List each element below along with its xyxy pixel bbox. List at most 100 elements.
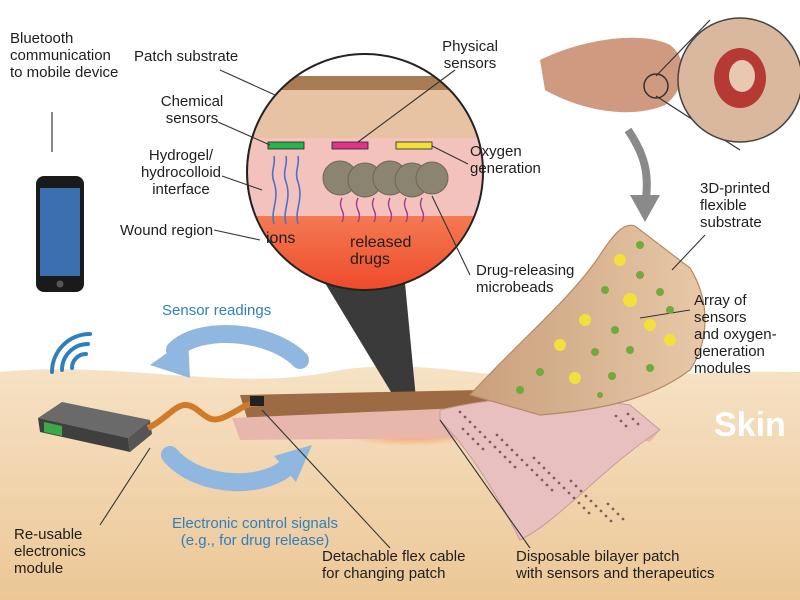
foot-zoom-ring [643, 73, 669, 99]
patch-dot [493, 445, 497, 449]
flex-cable [146, 400, 259, 431]
flex-cable-connector [250, 396, 264, 406]
magnifier-circle [246, 53, 484, 291]
patch-dot [508, 460, 512, 464]
leader-lines [99, 69, 706, 549]
substrate-module-dot [614, 254, 626, 266]
substrate-module-dot [608, 372, 616, 380]
magnifier-cone [325, 283, 418, 420]
patch-dot [614, 414, 618, 418]
drug-microbeads [322, 160, 449, 198]
label-ions: ions [266, 230, 296, 247]
label-reusable-electronics-module: Re-usable electronics module [14, 526, 86, 577]
label-patch-substrate: Patch substrate [134, 48, 239, 65]
patch-dot [569, 479, 573, 483]
patch-dot [619, 419, 623, 423]
patch-dot [530, 468, 534, 472]
substrate-module-dot [516, 386, 524, 394]
patch-substrate-band [247, 76, 483, 90]
patch-dot [500, 438, 504, 442]
patch-dot [545, 483, 549, 487]
patch-dot [626, 412, 630, 416]
label-chemical-sensors: Chemical sensors [160, 93, 224, 127]
patch-dot [616, 512, 620, 516]
patch-dot [611, 507, 615, 511]
patch-dot [463, 415, 467, 419]
patch-dot [525, 463, 529, 467]
patch-dot [476, 442, 480, 446]
label-skin: Skin [714, 406, 786, 444]
patch-dot [466, 432, 470, 436]
label-oxygen-generation: Oxygen generation [470, 143, 541, 177]
label-disposable-bilayer-patch: Disposable bilayer patch with sensors an… [516, 548, 715, 582]
substrate-module-dot [536, 368, 544, 376]
patch-dot [604, 514, 608, 518]
label-physical-sensors: Physical sensors [442, 38, 498, 72]
substrate-module-array [516, 241, 676, 398]
label-3d-printed-substrate: 3D-printed flexible substrate [700, 180, 771, 231]
chemical-sensor-strip [267, 141, 305, 150]
patch-dot [624, 424, 628, 428]
substrate-module-dot [626, 346, 634, 354]
ion-flow-arrows [271, 155, 301, 225]
patch-dot [584, 494, 588, 498]
patch-dot [510, 448, 514, 452]
foot-zoom-line-upper [655, 19, 711, 77]
patch-dot [589, 499, 593, 503]
patch-dot [577, 501, 581, 505]
drug-release-arrows [339, 197, 425, 223]
patch-dot [495, 433, 499, 437]
patch-dot [532, 456, 536, 460]
substrate-module-dot [554, 339, 566, 351]
patch-therapeutic-dots [458, 410, 640, 523]
patch-dot [594, 504, 598, 508]
substrate-module-dot [569, 372, 581, 384]
substrate-module-dot [601, 286, 609, 294]
substrate-module-dot [579, 314, 591, 326]
sensor-readings-arrow [166, 325, 309, 369]
label-electronic-control-signals: Electronic control signals (e.g., for dr… [172, 515, 338, 549]
patch-dot [609, 519, 613, 523]
patch-dot [498, 450, 502, 454]
patch-dot [535, 473, 539, 477]
patch-dot [582, 506, 586, 510]
patch-dot [621, 517, 625, 521]
wireless-signal-icon [50, 332, 92, 374]
patch-dot [503, 455, 507, 459]
patch-dot [587, 511, 591, 515]
ulcer-center [729, 60, 755, 92]
patch-dot [488, 440, 492, 444]
patch-dot [562, 486, 566, 490]
substrate-module-dot [591, 348, 599, 356]
patch-dot [483, 435, 487, 439]
patch-dot [481, 447, 485, 451]
substrate-module-dot [664, 334, 676, 346]
substrate-module-dot [644, 319, 656, 331]
patch-dot [547, 471, 551, 475]
patch-dot [478, 430, 482, 434]
patch-dot [579, 489, 583, 493]
patch-dot [515, 453, 519, 457]
label-hydrogel-interface: Hydrogel/ hydrocolloid interface [140, 147, 222, 198]
patch-dot [599, 509, 603, 513]
patch-dot [505, 443, 509, 447]
substrate-module-dot [656, 288, 664, 296]
control-signals-arrow [161, 446, 301, 492]
substrate-module-dot [636, 271, 644, 279]
foot-to-substrate-arrowhead [630, 195, 660, 222]
patch-dot [468, 420, 472, 424]
mobile-device [36, 176, 84, 292]
patch-dot [458, 410, 462, 414]
substrate-module-dot [636, 241, 644, 249]
patch-dot [513, 465, 517, 469]
patch-dot [552, 476, 556, 480]
patch-dot [636, 422, 640, 426]
patch-dot [557, 481, 561, 485]
electronics-module [38, 402, 152, 452]
substrate-module-dot [611, 326, 619, 334]
patch-dot [606, 502, 610, 506]
patch-dot [542, 466, 546, 470]
sensor-readings-arrowhead [150, 338, 190, 378]
patch-dot [574, 484, 578, 488]
